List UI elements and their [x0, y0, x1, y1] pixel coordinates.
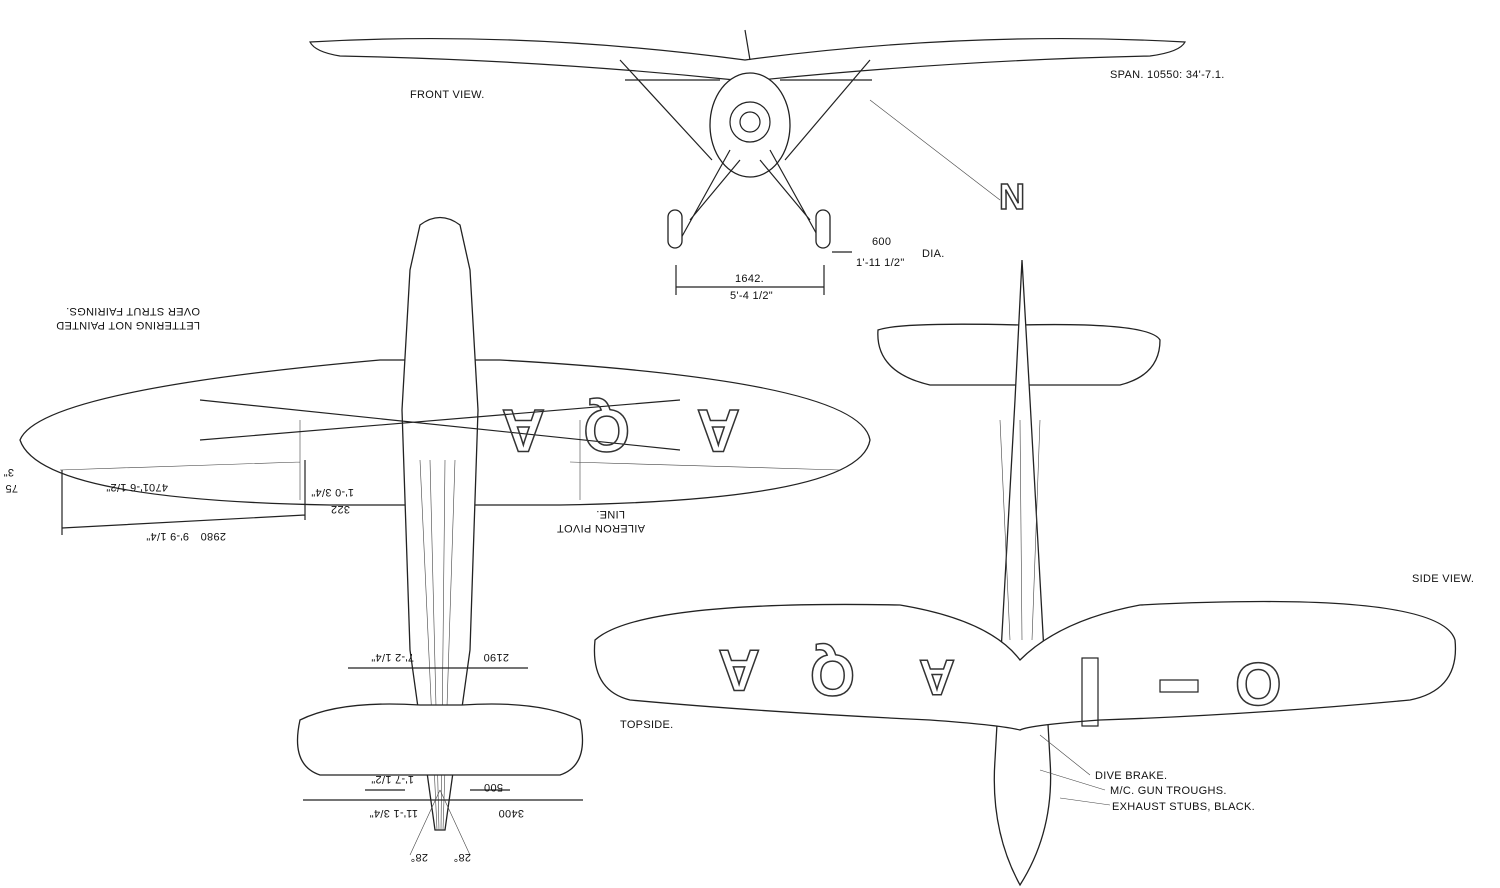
side-view-label: SIDE VIEW. — [1412, 573, 1474, 585]
lettering-note-1: LETTERING NOT PAINTED — [56, 319, 200, 331]
aileron-chord-imp: 1'-6 1/2" — [106, 481, 149, 493]
underside-view: A Q A LETTERING NOT PAINTED OVER STRUT F… — [3, 216, 871, 863]
dive-brake-label: DIVE BRAKE. — [1095, 770, 1167, 782]
topside-letter-1: A — [718, 637, 760, 702]
flap-mm: 322 — [331, 503, 350, 515]
underside-letter-1: A — [502, 397, 545, 464]
topside-view: A Q A O SIDE VIEW. TOPSIDE. DIVE BRAKE. … — [593, 259, 1474, 887]
rudder-angle-left: 28° — [410, 851, 428, 863]
rudder-angle-right: 28° — [453, 851, 471, 863]
tab-imp: 1'-7 1/2" — [371, 773, 414, 785]
elevator-span-imp: 7'-2 1/4" — [371, 651, 414, 663]
gun-troughs-label: M/C. GUN TROUGHS. — [1110, 785, 1227, 797]
aileron-chord-mm: 470 — [149, 481, 168, 493]
topside-label: TOPSIDE. — [620, 719, 674, 731]
tab-mm: 500 — [484, 781, 503, 793]
topside-letter-5: O — [1235, 651, 1282, 718]
wheel-dia-imp: 1'-11 1/2" — [856, 257, 905, 269]
tailplane-span-imp: 11'-1 3/4" — [369, 807, 418, 819]
aileron-span-imp: 9'-9 1/4" — [146, 530, 189, 542]
elevator-span-mm: 2190 — [483, 651, 509, 663]
track-imp: 5'-4 1/2" — [730, 290, 773, 302]
exhaust-label: EXHAUST STUBS, BLACK. — [1112, 801, 1255, 813]
span-label: SPAN. 10550: 34'-7.1. — [1110, 69, 1225, 81]
wheel-dia-mm: 600 — [872, 236, 891, 248]
aileron-note-1: AILERON PIVOT — [557, 522, 645, 534]
topside-letter-3: A — [919, 649, 955, 705]
topside-letter-2: Q — [810, 642, 855, 707]
offset-imp: 3" — [3, 466, 14, 478]
north-symbol: N — [999, 176, 1025, 217]
aileron-span-mm: 2980 — [200, 530, 226, 542]
front-view: N 600 DIA. 1'-11 1/2" FRONT VIEW. SPAN. … — [309, 29, 1225, 302]
track-mm: 1642. — [735, 273, 764, 285]
flap-imp: 1'-0 3/4" — [311, 486, 354, 498]
lettering-note-2: OVER STRUT FAIRINGS. — [66, 305, 200, 317]
aileron-note-2: LINE. — [596, 508, 625, 520]
underside-letter-2: Q — [583, 397, 630, 464]
front-view-label: FRONT VIEW. — [410, 89, 485, 101]
underside-letter-3: A — [697, 397, 740, 464]
tailplane-span-mm: 3400 — [498, 807, 524, 819]
wheel-dia-unit: DIA. — [922, 248, 945, 260]
offset-mm: 75 — [5, 482, 18, 494]
